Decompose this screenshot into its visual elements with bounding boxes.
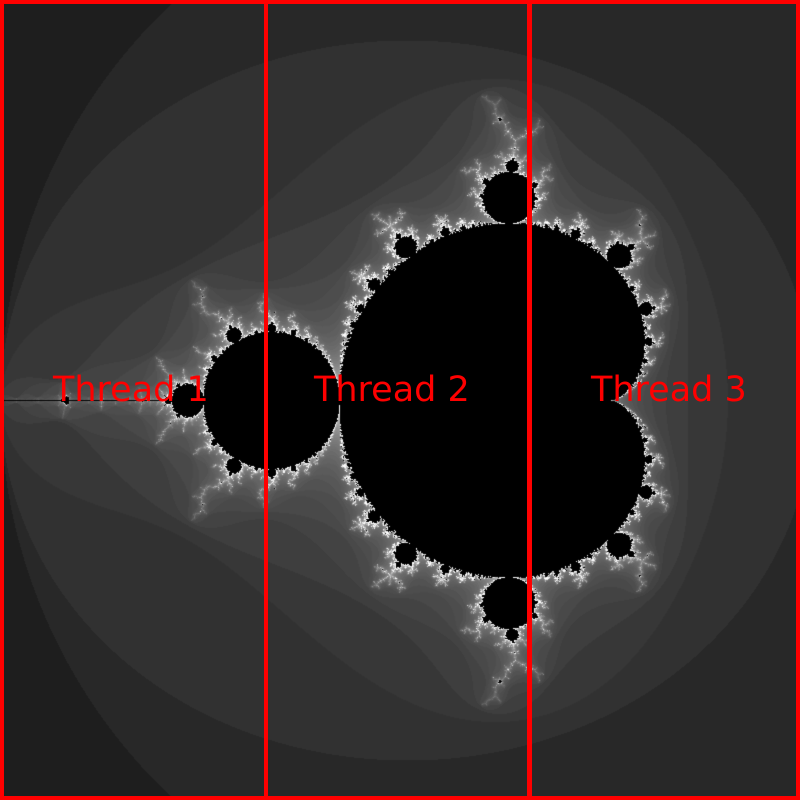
thread-3-label: Thread 3 (591, 370, 747, 410)
thread-1-label: Thread 1 (53, 370, 209, 410)
thread-3-region (527, 0, 800, 800)
thread-2-label: Thread 2 (314, 370, 470, 410)
